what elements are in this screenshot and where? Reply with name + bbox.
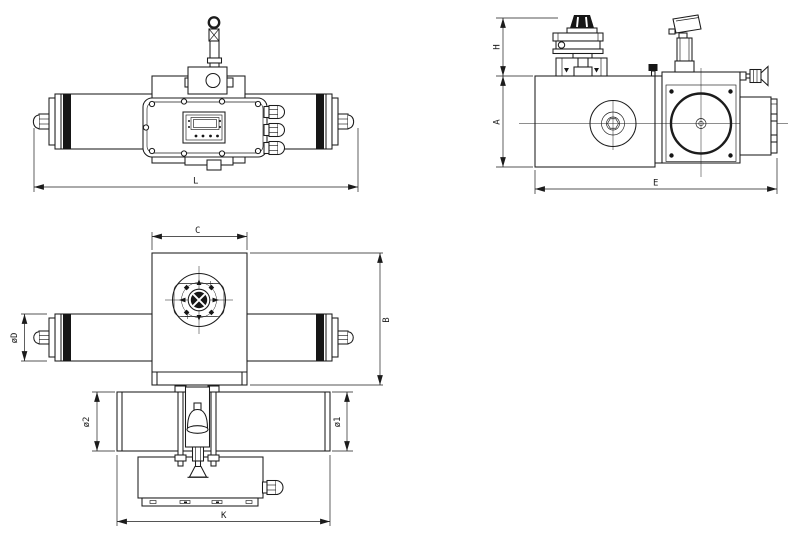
override-cone-icon [760, 65, 769, 87]
side-view: H A E [493, 14, 788, 194]
drive-hub [669, 89, 733, 158]
mounting-bracket [174, 385, 220, 478]
drive-flange [165, 266, 233, 334]
panel-button [201, 134, 205, 138]
dimension-diameter-1: ø1 [332, 391, 353, 452]
dimension-E: E [534, 158, 778, 194]
front-left-cylinder [32, 93, 153, 150]
display-panel [182, 111, 226, 144]
panel-button [194, 134, 198, 138]
dim-label-dD: øD [10, 333, 20, 344]
solenoid-valve [668, 14, 702, 73]
shaft-hub-circles [589, 99, 637, 148]
cable-gland [263, 122, 286, 138]
regulator-knob-icon [570, 15, 594, 28]
lifting-eye-assembly [206, 16, 223, 68]
lifting-eye-icon [207, 16, 221, 29]
cable-gland [263, 104, 286, 120]
plan-right-cylinder [246, 313, 354, 362]
dim-label-B: B [382, 317, 392, 322]
base-cable-gland [261, 479, 284, 496]
plan-view: C B øD ø2 ø1 K [10, 226, 392, 526]
vent-plug [648, 64, 658, 77]
hex-shaft-end-icon [607, 118, 619, 129]
dimension-B: B [250, 252, 392, 386]
dimension-L: L [33, 128, 359, 192]
side-end-block [739, 96, 778, 156]
dim-label-A: A [493, 119, 503, 125]
pressure-regulator [552, 15, 608, 77]
lower-tank-cylinder [116, 391, 331, 452]
dim-label-K: K [221, 511, 227, 521]
pilot-valve [186, 402, 209, 434]
panel-button [216, 134, 219, 138]
dim-label-E: E [653, 179, 658, 189]
dim-label-L: L [193, 177, 198, 187]
dimension-C: C [151, 226, 248, 250]
top-mounting-block [187, 66, 228, 95]
drive-hub-coupling [187, 288, 211, 312]
dimension-diameter-2: ø2 [82, 391, 115, 452]
dim-label-H: H [493, 44, 503, 49]
front-view: L [32, 16, 359, 192]
cable-gland [263, 140, 286, 156]
lcd-screen [190, 117, 220, 130]
dim-label-d2: ø2 [82, 417, 92, 428]
dimension-diameter-D: øD [10, 313, 47, 362]
dim-label-d1: ø1 [333, 417, 343, 428]
plan-left-cylinder [33, 313, 153, 362]
drain-funnel [187, 460, 209, 478]
dimension-A: A [493, 76, 533, 168]
panel-button [209, 134, 212, 138]
dim-label-C: C [195, 226, 200, 236]
dimension-K: K [116, 455, 331, 526]
manual-override [739, 65, 769, 87]
front-cable-glands [263, 104, 286, 156]
